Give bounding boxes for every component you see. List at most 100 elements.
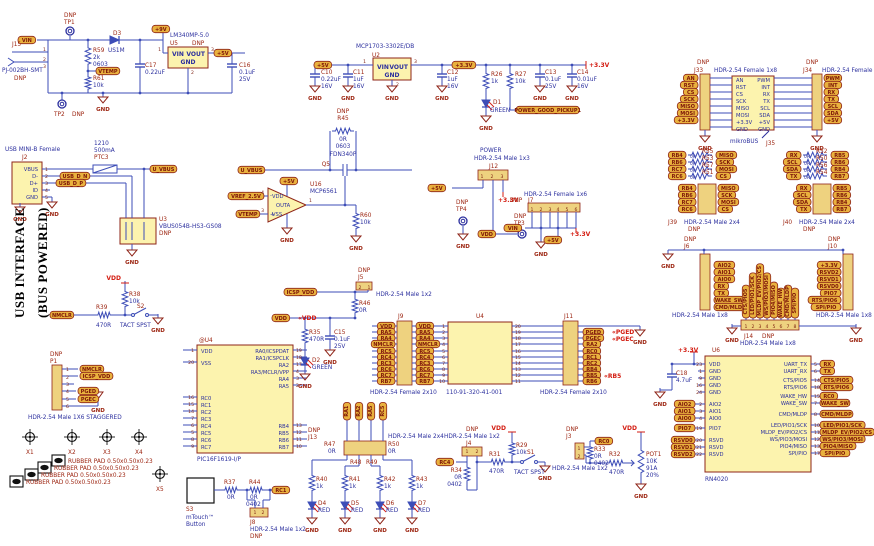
label-r32: R32	[609, 452, 621, 458]
label-1k: 1k	[349, 484, 357, 490]
label-1k: 1k	[416, 484, 424, 490]
net-flag-label-rc3: RC3	[381, 361, 393, 367]
label-rb4: RB4	[279, 424, 290, 430]
net-flag-label-rc0: RC0	[823, 394, 835, 400]
led-arrow	[312, 506, 319, 513]
label-vdd: VDD	[272, 194, 284, 200]
label-ra1-icspclk: RA1/ICSPCLK	[256, 356, 290, 362]
label-outa: OUTA	[276, 203, 291, 209]
net-flag-label-pio7: PIO7	[678, 426, 692, 432]
label-0r: 0R	[250, 495, 258, 501]
label-tp4: TP4	[455, 207, 467, 213]
label-16v: 16V	[577, 84, 588, 90]
label-u3: U3	[159, 217, 167, 223]
label-0-01uf: 0.01uF	[577, 77, 597, 83]
label-j39: J39	[667, 220, 677, 226]
gnd-symbol	[661, 253, 675, 261]
net-flag-label-pio7: PIO7	[824, 291, 838, 297]
resistor-symbol	[407, 472, 417, 494]
net-flag-label-an: AN	[687, 76, 695, 82]
net-flag-label-rb7: RB7	[381, 379, 393, 385]
label-1: 1	[481, 174, 484, 180]
label-vout: VOUT	[186, 51, 206, 58]
label-u2: U2	[372, 53, 380, 59]
gnd-label: GND	[96, 107, 110, 113]
label-0402: 0402	[447, 482, 462, 488]
net-flag-label-rsvd2: RSVD2	[820, 270, 839, 276]
net-flag-u-vbus	[237, 165, 266, 175]
label-red: RED	[351, 508, 364, 514]
gnd-symbol	[151, 317, 165, 325]
label-hdr-2-54-female-1x8: HDR-2.54 Female 1x8	[714, 68, 777, 74]
net-flag-label-led-pio1-sck: LED/PIO1/SCK	[750, 275, 756, 315]
label-2: 2	[578, 454, 581, 460]
net-flag-label-miso: MISO	[719, 153, 734, 159]
label-4: 4	[766, 324, 769, 330]
label-18: 18	[296, 355, 302, 361]
label-usb-interface: USB INTERFACE	[12, 207, 27, 318]
label-8: 8	[442, 367, 445, 373]
label-us1m: US1M	[108, 48, 125, 54]
label-0r: 0R	[339, 137, 347, 143]
resistor-symbol	[351, 210, 361, 232]
label-1k: 1k	[384, 484, 392, 490]
label-0-22uf: 0.22uF	[145, 70, 165, 76]
label-hdr-2-54-male-1x2: HDR-2.54 Male 1x2	[444, 434, 500, 440]
resistor-symbol	[803, 150, 827, 160]
rubber-pad	[12, 478, 21, 485]
label-15: 15	[814, 394, 820, 400]
label-r46: R46	[359, 301, 371, 307]
label-j3: J3	[565, 434, 572, 440]
testpoint	[517, 229, 527, 239]
label-r38: R38	[129, 292, 141, 298]
net-flag-label-ws-pio3-mosi: WS/PIO3/MOSI	[822, 437, 863, 443]
label-vdd: «VDD	[298, 315, 317, 322]
led-arrow	[314, 503, 321, 510]
label-rsvd: RSVD	[709, 438, 723, 444]
label-4: 4	[296, 369, 299, 375]
label-1: 1	[309, 198, 312, 204]
switch-contact	[534, 460, 538, 464]
label-dnp: DNP	[337, 109, 350, 115]
resistor-symbol	[375, 472, 385, 494]
label-15: 15	[188, 402, 194, 408]
net-flag-ra2	[354, 401, 364, 421]
net-flag-label-5v: +5V	[431, 186, 443, 192]
label-j5: J5	[357, 275, 364, 281]
junction-dot	[508, 63, 512, 67]
label-14: 14	[515, 361, 521, 367]
junction-dot	[692, 362, 696, 366]
pin-header	[343, 440, 387, 456]
net-flag-label-rsvd0: RSVD0	[674, 438, 693, 444]
symbol-line	[132, 307, 147, 316]
resistor-symbol	[462, 464, 472, 484]
resistor-symbol	[803, 164, 827, 174]
net-flag-label-cs: CS	[720, 174, 728, 180]
junction-dot	[510, 460, 514, 464]
ptc-fuse-symbol	[92, 164, 118, 174]
label-r49: R49	[366, 460, 378, 466]
label-s1: S1	[527, 450, 535, 456]
net-flag-label-rx: RX	[717, 284, 725, 290]
label-rc6: RC6	[201, 438, 211, 444]
resistor-symbol	[688, 171, 712, 181]
net-flag-label-u-vbus: U_VBUS	[152, 167, 174, 173]
net-flag-label-rb5: RB5	[834, 153, 846, 159]
net-flag-label-vin: VIN	[508, 226, 518, 232]
net-flag-5v	[279, 176, 299, 186]
label-vin: VIN	[377, 64, 389, 71]
label-1: 1	[442, 324, 445, 330]
net-flag-label-rc0: RC0	[598, 439, 610, 445]
net-flag-label-vref-2-5v: VREF_2.5V	[231, 194, 261, 200]
resistor-symbol	[247, 485, 265, 495]
net-flag-label-ra2: RA2	[356, 405, 362, 417]
label-3: 3	[66, 382, 69, 388]
label-pged: «PGED	[612, 329, 634, 336]
label-rb5: «RB5	[604, 373, 621, 380]
label-r48: R48	[350, 460, 362, 466]
gnd-symbol	[385, 85, 399, 93]
label-j10: J10	[827, 244, 837, 250]
junction-dot	[475, 460, 479, 464]
resistor-symbol	[637, 445, 645, 478]
rubber-pad	[27, 471, 36, 478]
